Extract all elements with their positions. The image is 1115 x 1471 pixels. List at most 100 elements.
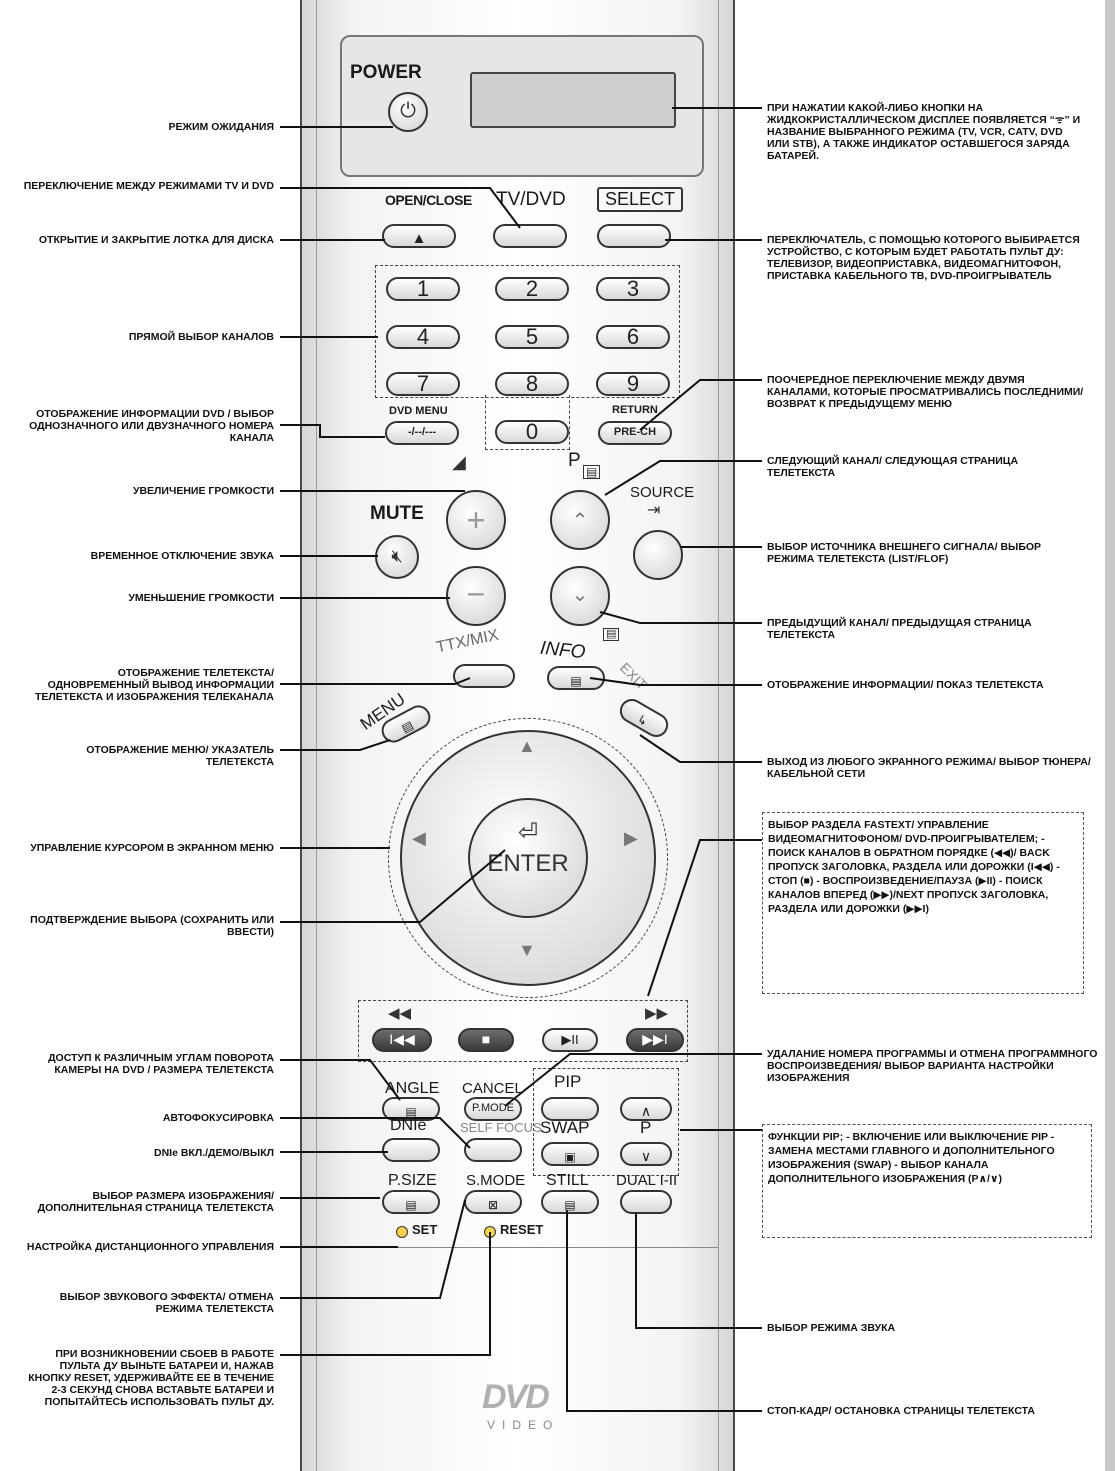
digit-button-6[interactable]: 6 (596, 325, 670, 349)
skip-back-button[interactable]: I◀◀ (372, 1028, 432, 1052)
pip-button[interactable] (541, 1097, 599, 1121)
label-tv-dvd: ПЕРЕКЛЮЧЕНИЕ МЕЖДУ РЕЖИМАМИ TV и DVD (23, 180, 274, 192)
digit-button-7[interactable]: 7 (386, 372, 460, 396)
plus-icon: + (466, 502, 486, 538)
label-volume-down: УМЕНЬШЕНИЕ ГРОМКОСТИ (128, 592, 274, 604)
cancel-label: CANCEL (462, 1080, 523, 1097)
dvd-menu-label: DVD MENU (389, 405, 448, 417)
dash-button[interactable]: -/--/--- (385, 421, 459, 445)
dnie-label: DNIe (390, 1117, 427, 1134)
still-icon: ▤ (564, 1198, 576, 1212)
digit-button-9[interactable]: 9 (596, 372, 670, 396)
pre-ch-button[interactable]: PRE-CH (598, 421, 672, 445)
self-focus-label: SELF FOCUS (460, 1120, 542, 1135)
label-dnie: DNIe ВКЛ./ДЕМО/ВЫКЛ (154, 1147, 274, 1159)
still-label: STILL (546, 1172, 589, 1189)
line-dual (635, 1212, 762, 1329)
label-source: ВЫБОР ИСТОЧНИКА ВНЕШНЕГО СИГНАЛА/ ВЫБОР … (767, 541, 1042, 565)
channel-down-button[interactable]: ⌄ (550, 566, 610, 626)
set-button[interactable] (396, 1226, 408, 1238)
info-icon: ▤ (570, 674, 582, 688)
volume-up-button[interactable]: + (446, 490, 506, 550)
dnie-button[interactable] (382, 1138, 440, 1162)
digit-button-4[interactable]: 4 (386, 325, 460, 349)
minus-icon: − (466, 576, 486, 612)
line-info (589, 677, 762, 686)
pip-down-icon: ∨ (640, 1148, 652, 1164)
line-confirm (280, 849, 506, 923)
lcd-display (470, 72, 676, 128)
label-still: СТОП-КАДР/ ОСТАНОВКА СТРАНИЦЫ ТЕЛЕТЕКСТА (767, 1405, 1035, 1417)
open-close-button[interactable]: ▲ (382, 224, 456, 248)
digit-button-0[interactable]: 0 (495, 420, 569, 444)
arrow-up-icon[interactable]: ▲ (518, 736, 536, 756)
source-icon: ⇥ (647, 502, 661, 519)
line-self-focus (280, 1117, 471, 1149)
channel-label: P (568, 450, 581, 471)
pip-p-label: P (640, 1118, 652, 1137)
select-button[interactable] (597, 224, 671, 248)
label-smode: ВЫБОР ЗВУКОВОГО ЭФФЕКТА/ ОТМЕНА РЕЖИМА Т… (59, 1291, 274, 1315)
volume-down-button[interactable]: − (446, 566, 506, 626)
label-dvd-info: ОТОБРАЖЕНИЕ ИНФОРМАЦИИ DVD / ВЫБОР ОДНОЗ… (29, 408, 274, 444)
info-button[interactable]: ▤ (547, 666, 605, 690)
line-dvd-info (280, 424, 385, 438)
digit-button-5[interactable]: 5 (495, 325, 569, 349)
dual-button[interactable] (620, 1190, 672, 1214)
smode-button[interactable]: ⊠ (464, 1190, 522, 1214)
swap-label: SWAP (540, 1118, 590, 1137)
next-page-icon: ▤ (583, 465, 601, 479)
arrow-right-icon[interactable]: ▶ (624, 828, 638, 848)
pip-channel-down-button[interactable]: ∨ (620, 1142, 672, 1166)
label-dual: ВЫБОР РЕЖИМА ЗВУКА (767, 1322, 896, 1334)
channel-up-button[interactable]: ⌃ (550, 490, 610, 550)
power-button[interactable]: ⏻ (388, 92, 428, 132)
return-label: RETURN (612, 404, 658, 416)
zero-area (485, 395, 570, 450)
video-logo: VIDEO (487, 1418, 560, 1432)
pip-channel-up-button[interactable]: ∧ (620, 1097, 672, 1121)
angle-icon: ▤ (405, 1105, 417, 1119)
line-cancel (504, 1053, 762, 1107)
ttx-mix-button[interactable] (453, 664, 515, 688)
digit-button-8[interactable]: 8 (495, 372, 569, 396)
digit-button-2[interactable]: 2 (495, 277, 569, 301)
self-focus-button[interactable] (464, 1138, 522, 1162)
dpad-ring (388, 718, 668, 998)
label-angle: ДОСТУП К РАЗЛИЧНЫМ УГЛАМ ПОВОРОТА КАМЕРЫ… (48, 1052, 274, 1076)
select-label: SELECT (597, 187, 684, 212)
arrow-left-icon[interactable]: ◀ (412, 828, 426, 848)
arrow-down-icon[interactable]: ▼ (518, 940, 536, 960)
label-confirm: ПОДТВЕРЖДЕНИЕ ВЫБОРА (СОХРАНИТЬ ИЛИ ВВЕС… (30, 914, 274, 938)
transport-area (358, 1000, 688, 1062)
mute-button[interactable]: 🔇︎ (375, 535, 419, 579)
source-label: SOURCE (630, 484, 695, 501)
enter-button[interactable]: ⏎ ENTER (468, 798, 588, 918)
psize-button[interactable]: ▤ (382, 1190, 440, 1214)
still-button[interactable]: ▤ (541, 1190, 599, 1214)
digit-button-3[interactable]: 3 (596, 277, 670, 301)
tv-dvd-button[interactable] (493, 224, 567, 248)
label-open-close: ОТКРЫТИЕ И ЗАКРЫТИЕ ЛОТКА ДЛЯ ДИСКА (38, 234, 274, 246)
swap-button[interactable]: ▣ (541, 1142, 599, 1166)
line-exit (639, 734, 762, 763)
digit-button-1[interactable]: 1 (386, 277, 460, 301)
pip-area (533, 1068, 679, 1176)
source-button[interactable] (633, 530, 683, 580)
label-channel-up: СЛЕДУЮЩИЙ КАНАЛ/ СЛЕДУЮЩАЯ СТРАНИЦА ТЕЛЕ… (767, 455, 1019, 479)
stop-button[interactable]: ■ (458, 1028, 514, 1052)
label-teletext: ОТОБРАЖЕНИЕ ТЕЛЕТЕКСТА/ ОДНОВРЕМЕННЫЙ ВЫ… (35, 667, 274, 703)
skip-forward-button[interactable]: ▶▶I (626, 1028, 684, 1052)
play-pause-button[interactable]: ▶II (542, 1028, 598, 1052)
reset-label: RESET (500, 1222, 544, 1237)
label-channel-select: ПРЯМОЙ ВЫБОР КАНАЛОВ (128, 331, 274, 343)
tv-dvd-label: TV/DVD (496, 189, 566, 210)
label-info: ОТОБРАЖЕНИЕ ИНФОРМАЦИИ/ ПОКАЗ ТЕЛЕТЕКСТА (767, 679, 1044, 691)
label-mute: ВРЕМЕННОЕ ОТКЛЮЧЕНИЕ ЗВУКА (90, 550, 274, 562)
power-icon: ⏻ (400, 100, 416, 122)
chevron-down-icon: ⌄ (571, 584, 589, 606)
set-label: SET (412, 1222, 438, 1237)
eject-icon: ▲ (411, 230, 427, 247)
fast-forward-icon: ▶▶ (645, 1005, 669, 1022)
